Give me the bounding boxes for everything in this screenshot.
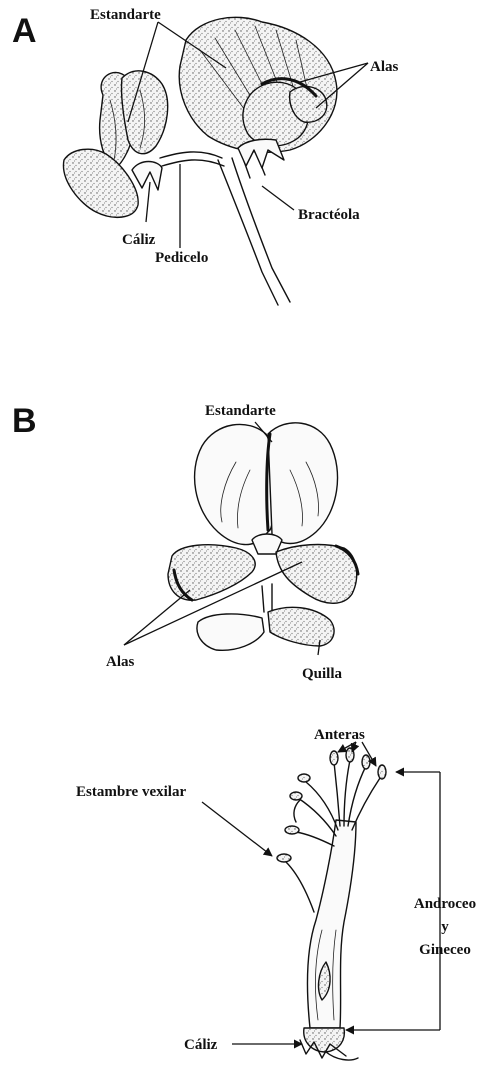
label-androceo: Androceo bbox=[414, 896, 476, 912]
label-caliz-c: Cáliz bbox=[184, 1037, 218, 1053]
panel-b: B Estandarte Al bbox=[12, 402, 358, 682]
panel-c-calyx bbox=[300, 1028, 358, 1060]
label-estandarte-b: Estandarte bbox=[205, 403, 276, 419]
label-gineceo: Gineceo bbox=[419, 942, 471, 958]
label-estandarte-a: Estandarte bbox=[90, 7, 161, 23]
panel-b-letter: B bbox=[12, 402, 37, 440]
label-bracteola: Bractéola bbox=[298, 207, 360, 223]
label-alas-b: Alas bbox=[106, 654, 135, 670]
panel-a-right-flower bbox=[179, 17, 337, 168]
panel-a: A bbox=[12, 7, 399, 305]
label-estambre-vexilar: Estambre vexilar bbox=[76, 784, 186, 800]
label-pedicelo: Pedicelo bbox=[155, 250, 208, 266]
label-y: y bbox=[441, 919, 449, 935]
panel-c: Anteras Estambre vexilar Androceo y Gine… bbox=[76, 727, 476, 1060]
panel-a-left-flower bbox=[63, 71, 167, 217]
panel-c-column bbox=[277, 748, 386, 1028]
panel-a-letter: A bbox=[12, 12, 37, 50]
label-anteras: Anteras bbox=[314, 727, 365, 743]
label-alas-a: Alas bbox=[370, 59, 399, 75]
panel-b-standard bbox=[195, 423, 338, 554]
label-caliz-a: Cáliz bbox=[122, 232, 156, 248]
label-quilla: Quilla bbox=[302, 666, 343, 682]
